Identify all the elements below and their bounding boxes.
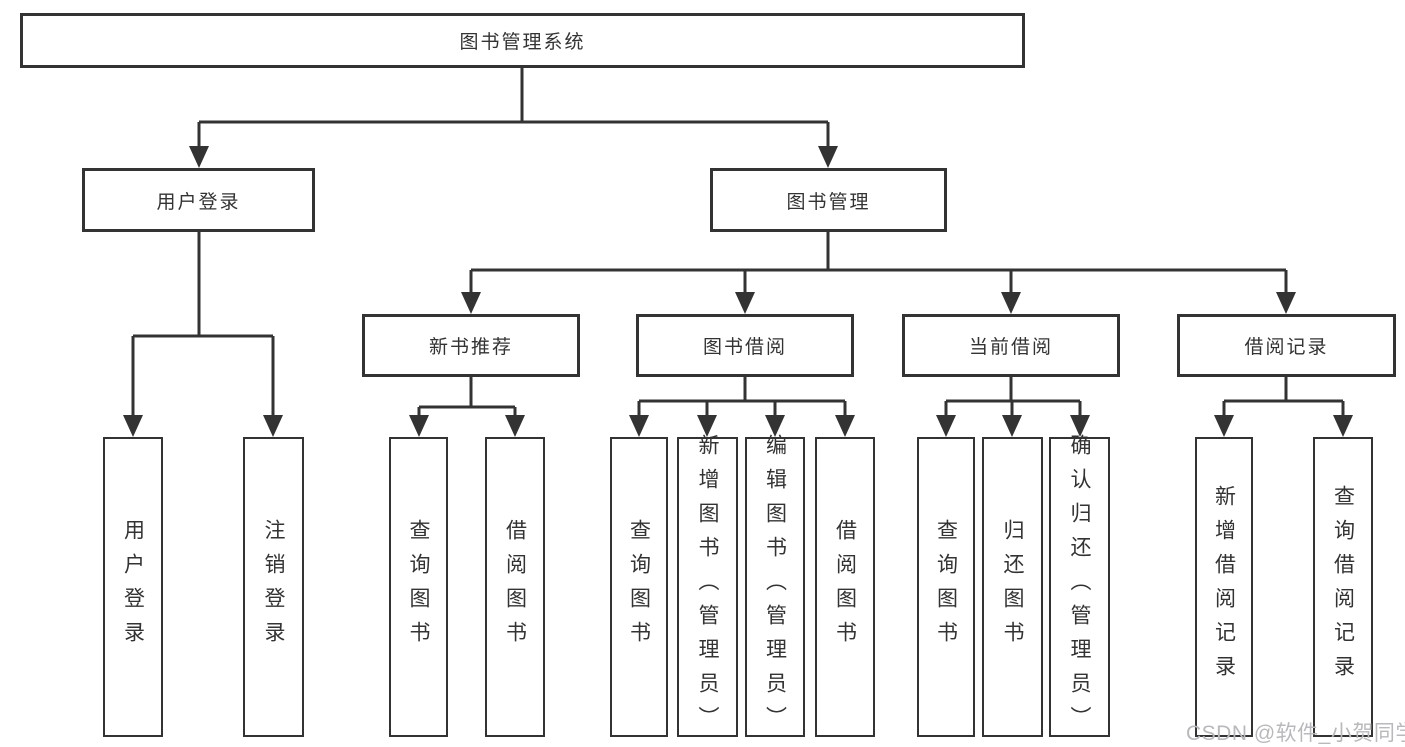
- leaf-borrow-book-recommend-label: 借阅图书: [503, 519, 527, 655]
- arrow-down-icon: [409, 415, 429, 437]
- arrow-down-icon: [1276, 292, 1296, 314]
- leaf-confirm-return-admin-label: 确认归还（管理员）: [1068, 434, 1091, 740]
- leaf-logout-label: 注销登录: [262, 519, 285, 655]
- node-current-borrow: 当前借阅: [902, 314, 1120, 377]
- leaf-user-login-label: 用户登录: [121, 519, 145, 655]
- arrow-down-icon: [936, 415, 956, 437]
- leaf-query-borrow-record: 查询借阅记录: [1313, 437, 1373, 737]
- leaf-query-book-recommend-label: 查询图书: [407, 519, 430, 655]
- leaf-query-book-borrow-label: 查询图书: [627, 519, 651, 655]
- arrow-down-icon: [835, 415, 855, 437]
- leaf-query-book-borrow: 查询图书: [610, 437, 668, 737]
- leaf-return-book-label: 归还图书: [1001, 519, 1024, 655]
- arrow-down-icon: [263, 415, 283, 437]
- leaf-add-borrow-record-label: 新增借阅记录: [1212, 485, 1236, 689]
- arrow-down-icon: [1214, 415, 1234, 437]
- leaf-borrow-book-recommend: 借阅图书: [485, 437, 545, 737]
- leaf-query-book-current-label: 查询图书: [934, 519, 958, 655]
- leaf-query-borrow-record-label: 查询借阅记录: [1331, 485, 1355, 689]
- leaf-query-book-current: 查询图书: [917, 437, 975, 737]
- node-book-borrow-label: 图书借阅: [702, 337, 787, 358]
- arrow-down-icon: [697, 415, 717, 437]
- arrow-down-icon: [818, 146, 838, 168]
- node-book-management-label: 图书管理: [786, 191, 871, 213]
- node-root-label: 图书管理系统: [459, 32, 586, 53]
- arrow-down-icon: [123, 415, 143, 437]
- node-borrow-records: 借阅记录: [1177, 314, 1396, 377]
- leaf-confirm-return-admin: 确认归还（管理员）: [1049, 434, 1110, 740]
- node-root: 图书管理系统: [20, 13, 1025, 68]
- node-book-borrow: 图书借阅: [636, 314, 854, 377]
- arrow-down-icon: [735, 292, 755, 314]
- node-new-book-recommend-label: 新书推荐: [428, 337, 513, 358]
- arrow-down-icon: [629, 415, 649, 437]
- leaf-add-borrow-record: 新增借阅记录: [1195, 437, 1253, 737]
- node-new-book-recommend: 新书推荐: [362, 314, 580, 377]
- leaf-borrow-book: 借阅图书: [815, 437, 875, 737]
- arrow-down-icon: [1070, 415, 1090, 437]
- arrow-down-icon: [1002, 415, 1022, 437]
- node-book-management: 图书管理: [710, 168, 947, 232]
- leaf-add-book-admin: 新增图书（管理员）: [677, 434, 738, 740]
- arrow-down-icon: [1333, 415, 1353, 437]
- arrow-down-icon: [505, 415, 525, 437]
- leaf-add-book-admin-label: 新增图书（管理员）: [696, 434, 719, 740]
- leaf-logout: 注销登录: [243, 437, 304, 737]
- leaf-user-login: 用户登录: [103, 437, 163, 737]
- arrow-down-icon: [1001, 292, 1021, 314]
- node-user-login: 用户登录: [82, 168, 315, 232]
- node-user-login-label: 用户登录: [156, 191, 241, 213]
- node-current-borrow-label: 当前借阅: [968, 337, 1053, 358]
- leaf-edit-book-admin: 编辑图书（管理员）: [745, 434, 805, 740]
- arrow-down-icon: [765, 415, 785, 437]
- leaf-query-book-recommend: 查询图书: [389, 437, 448, 737]
- arrow-down-icon: [189, 146, 209, 168]
- leaf-edit-book-admin-label: 编辑图书（管理员）: [763, 434, 787, 740]
- leaf-borrow-book-label: 借阅图书: [833, 519, 857, 655]
- arrow-down-icon: [461, 292, 481, 314]
- node-borrow-records-label: 借阅记录: [1244, 337, 1329, 358]
- leaf-return-book: 归还图书: [982, 437, 1043, 737]
